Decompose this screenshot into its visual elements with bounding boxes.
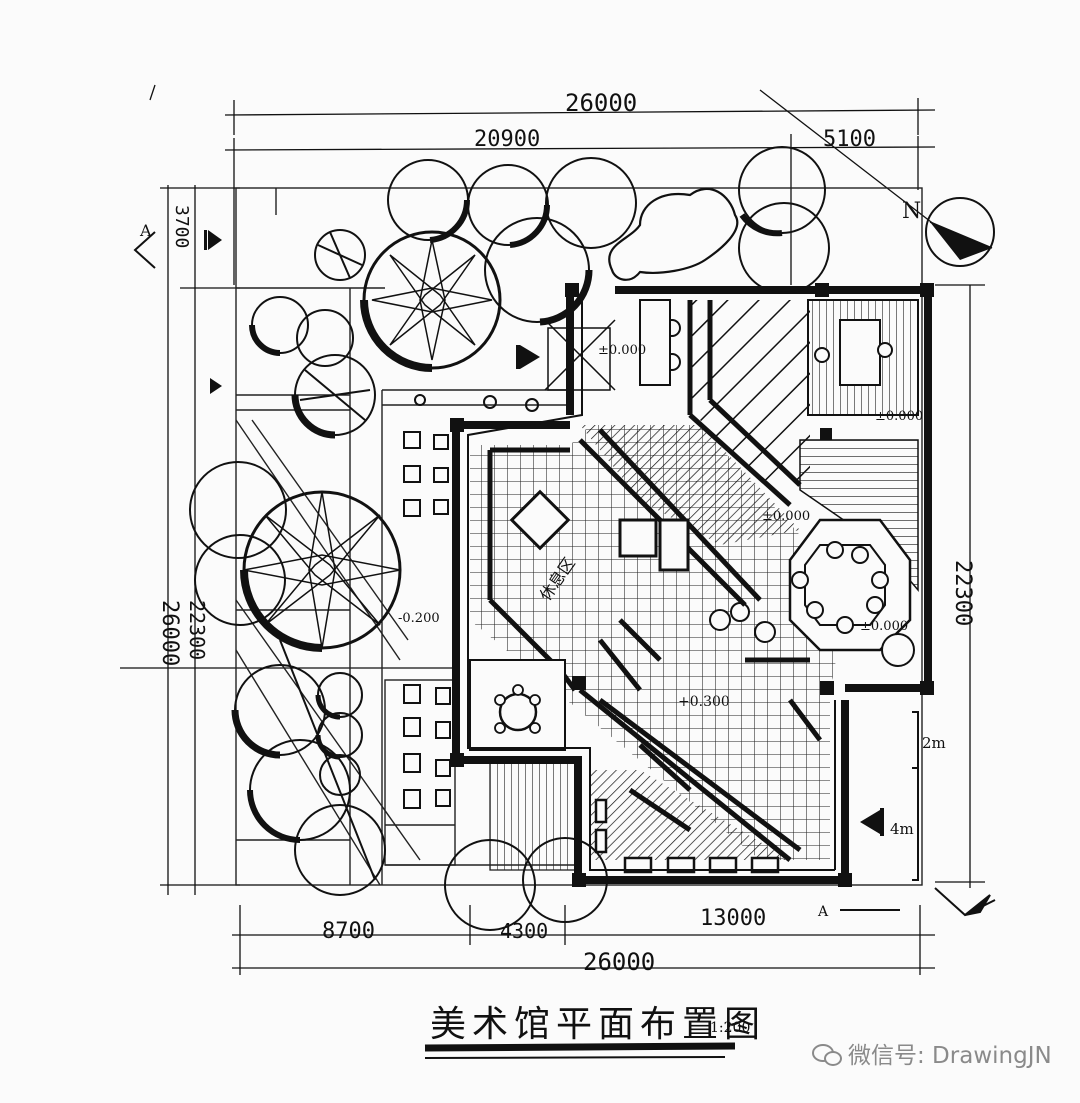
trees (189, 146, 830, 931)
wechat-icon (812, 1042, 842, 1066)
hatched-zone-bottom (590, 770, 790, 860)
entrance-arrows (204, 230, 884, 836)
dim-left-lower: 22300 (185, 600, 209, 660)
building (450, 283, 934, 887)
north-label: N (902, 199, 921, 224)
scale-upper-label: 2m (922, 734, 946, 752)
plan-title: 美术馆平面布置图 1:200 (424, 1004, 766, 1059)
entrance-arrow-icon (208, 230, 222, 250)
section-top-label: A (139, 221, 152, 240)
dim-left-upper: 3700 (171, 205, 192, 248)
diagonal-stripes-zone (690, 300, 810, 480)
entrance-arrow-icon (210, 378, 222, 394)
plan-title-scale: 1:200 (710, 1020, 750, 1036)
title-underline-thick (424, 1042, 736, 1052)
hatched-zone-top (580, 425, 800, 545)
dim-left-total: 26000 (157, 600, 182, 666)
level-right: ±0.000 (860, 619, 908, 634)
dim-bottom-mid: 4300 (500, 919, 548, 943)
level-hall: ±0.000 (762, 509, 810, 524)
north-arrow: N (902, 197, 995, 267)
dimension-lines (120, 84, 985, 975)
dim-bottom-total: 26000 (583, 948, 655, 976)
level-left-ground: -0.200 (398, 611, 440, 626)
section-bottom-label: A (817, 904, 829, 920)
dim-top-total: 26000 (565, 89, 637, 117)
watermark: 微信号: DrawingJN (812, 1036, 1052, 1070)
entrance-arrow-icon (860, 810, 880, 834)
dim-top-right: 5100 (823, 127, 876, 152)
dim-bottom-left: 8700 (322, 919, 375, 944)
dimension-labels: 26000 20900 5100 8700 4300 13000 26000 2… (157, 89, 975, 976)
north-arrow-icon (925, 197, 995, 267)
tree (738, 146, 826, 234)
level-entrance: ±0.000 (598, 343, 646, 358)
plan-title-text: 美术馆平面布置图 (430, 1004, 766, 1045)
section-markers: A A (133, 221, 996, 920)
level-mid: ±0.000 (875, 409, 923, 424)
decking-strip (489, 759, 576, 871)
level-lower: +0.300 (678, 694, 730, 710)
garden-benches (403, 394, 539, 809)
entrance-arrow-icon (520, 345, 540, 369)
tree (545, 157, 637, 249)
scale-lower-label: 4m (890, 820, 914, 838)
dim-bottom-right: 13000 (700, 906, 766, 931)
scale-bar: 2m 4m (890, 711, 946, 881)
title-underline-thin (424, 1056, 726, 1059)
watermark-text: 微信号: DrawingJN (848, 1043, 1052, 1069)
tree (738, 202, 830, 294)
dim-right: 22300 (950, 560, 975, 626)
dim-top-left: 20900 (474, 127, 540, 152)
